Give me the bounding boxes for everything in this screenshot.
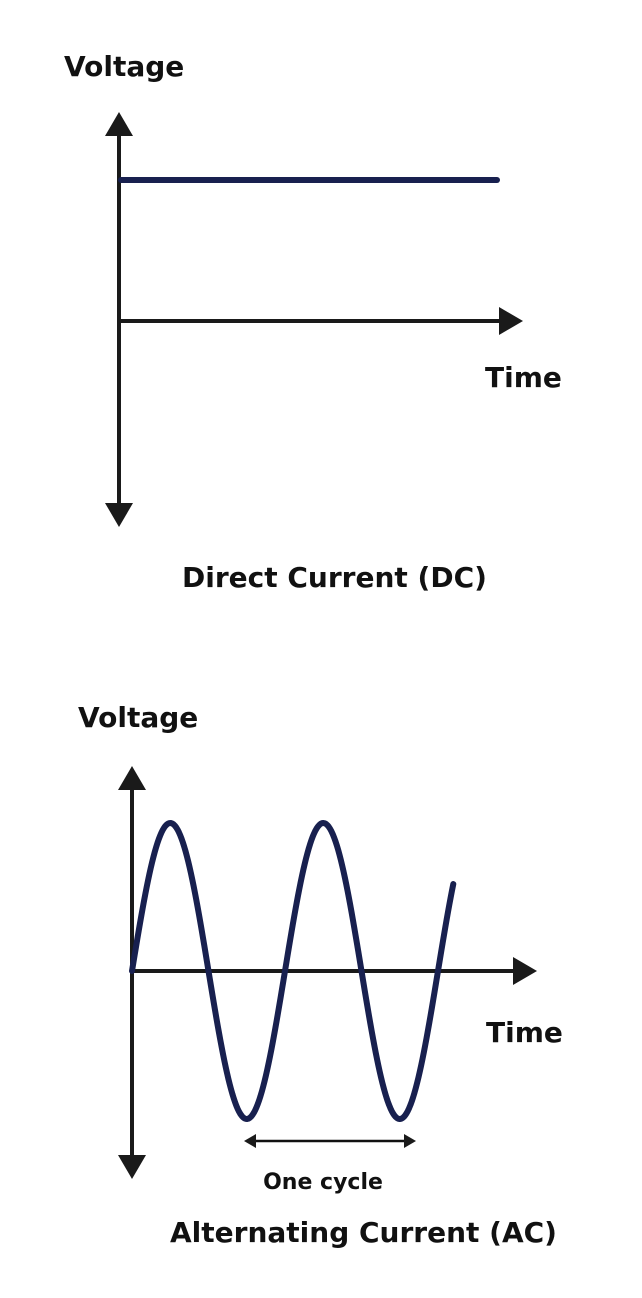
dc-x-axis-arrow: [499, 307, 523, 335]
dc-y-axis-label: Voltage: [64, 50, 184, 83]
dc-x-axis-label: Time: [485, 361, 562, 394]
ac-x-axis-arrow: [513, 957, 537, 985]
cycle-arrow-left: [244, 1134, 256, 1148]
ac-sine-wave: [129, 820, 457, 1122]
ac-y-axis-label: Voltage: [78, 701, 198, 734]
dc-caption: Direct Current (DC): [182, 561, 487, 594]
ac-x-axis-label: Time: [486, 1016, 563, 1049]
ac-caption: Alternating Current (AC): [170, 1216, 557, 1249]
dc-panel: Voltage Time Direct Current (DC): [64, 50, 562, 594]
cycle-arrow-right: [404, 1134, 416, 1148]
ac-y-axis-arrow-down: [118, 1155, 146, 1179]
ac-y-axis-arrow-up: [118, 766, 146, 790]
dc-y-axis-arrow-down: [105, 503, 133, 527]
ac-panel: Voltage Time One cycle Alternating Curre…: [78, 701, 563, 1249]
dc-y-axis-arrow-up: [105, 112, 133, 136]
cycle-label: One cycle: [263, 1170, 383, 1195]
